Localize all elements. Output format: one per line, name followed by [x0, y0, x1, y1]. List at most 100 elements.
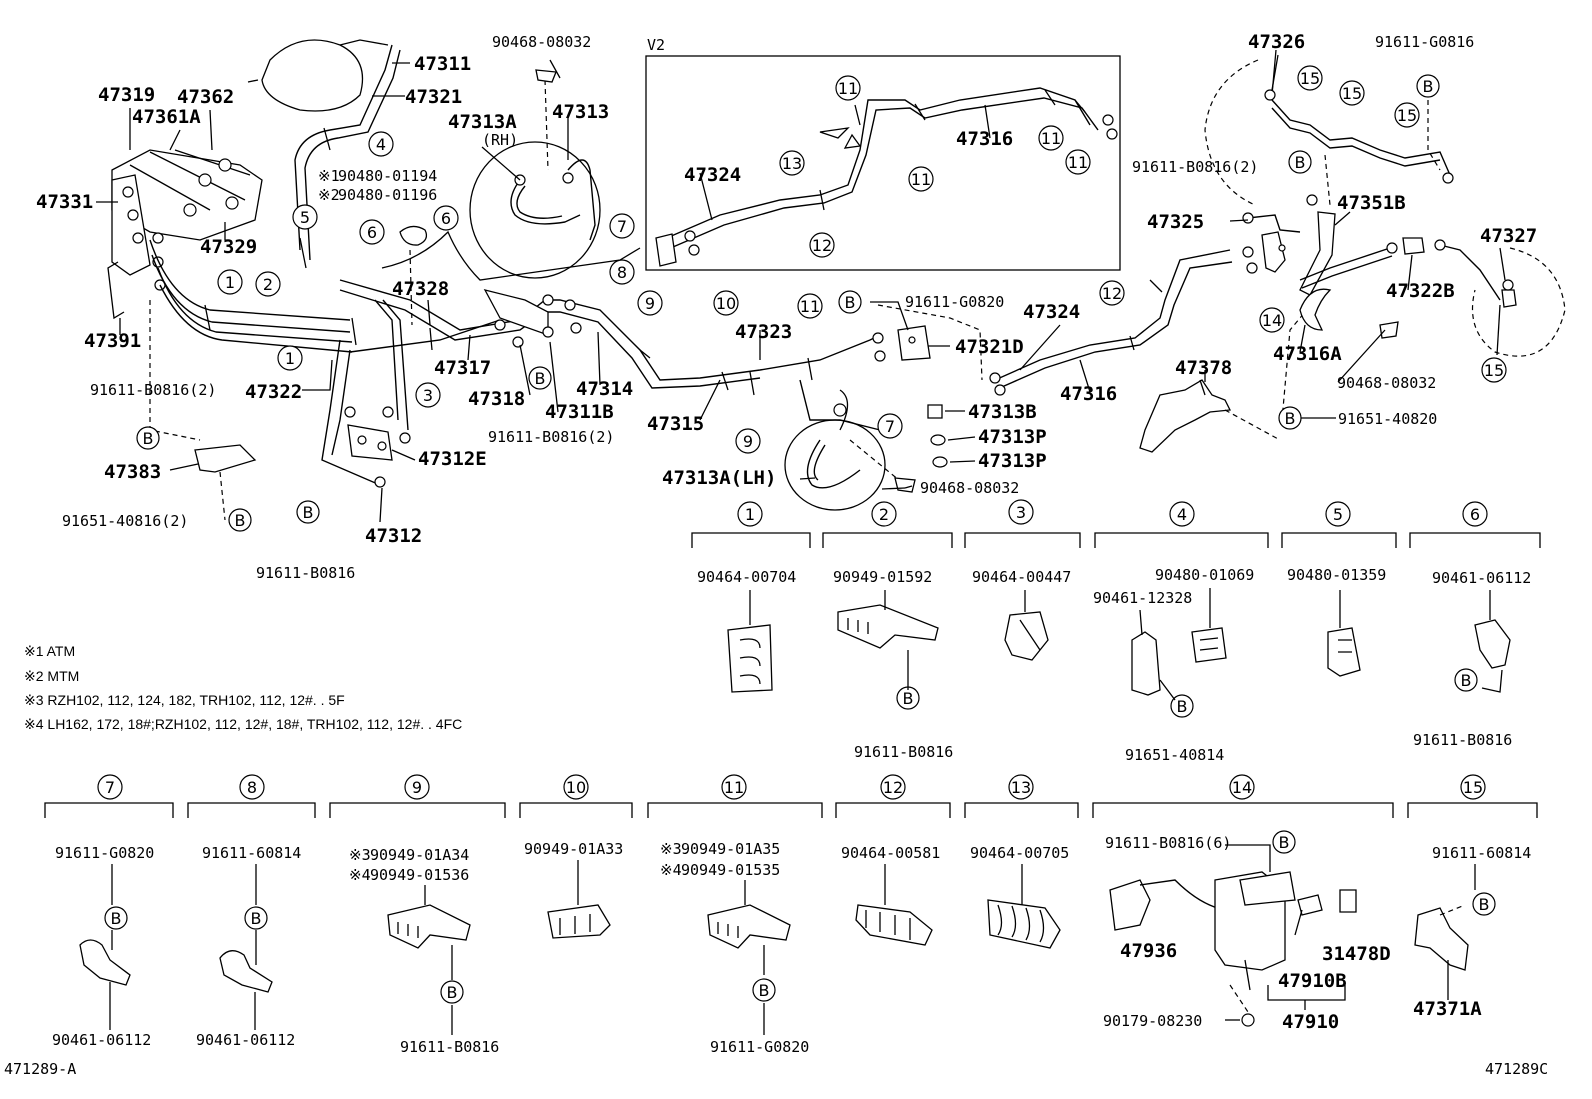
part-labels: 47311 47321 47319 47362 47361A 47331 473… [36, 31, 1537, 547]
callout-12: 12 [1099, 280, 1125, 306]
code-90468-mid: 90468-08032 [920, 479, 1019, 497]
b-marker-letter: B [1177, 697, 1188, 716]
label-47311B: 47311B [545, 401, 614, 423]
code-90949-01536: 90949-01536 [370, 866, 469, 884]
callout-5: 5 [292, 204, 318, 230]
label-47378: 47378 [1175, 357, 1232, 379]
callout-6: 6 [1462, 501, 1488, 527]
callout-number: 1 [285, 349, 295, 368]
callout-circle [255, 271, 281, 297]
b-marker: B [136, 426, 160, 450]
callout-number: 1 [225, 273, 235, 292]
callout-circle [609, 213, 635, 239]
label-47326: 47326 [1248, 31, 1305, 53]
callout-11: 11 [1065, 149, 1091, 175]
callout-12: 12 [809, 232, 835, 258]
callout-number: 5 [1333, 505, 1343, 524]
callout-11: 11 [835, 75, 861, 101]
label-47321: 47321 [405, 86, 462, 108]
callout-circle [1481, 357, 1507, 383]
callout-number: 10 [566, 778, 586, 797]
label-47312: 47312 [365, 525, 422, 547]
b-marker-letter: B [303, 503, 314, 522]
code-91611-G0820-11: 91611-G0820 [710, 1038, 809, 1056]
code-90461-12328: 90461-12328 [1093, 589, 1192, 607]
code-91611-60814-15: 91611-60814 [1432, 844, 1531, 862]
callout-number: 7 [105, 778, 115, 797]
b-marker: B [838, 290, 862, 314]
code-90949-01A33: 90949-01A33 [524, 840, 623, 858]
callout-circle [880, 774, 906, 800]
callout-number: 11 [838, 79, 858, 98]
footer-right: 471289C [1485, 1060, 1548, 1078]
label-47910: 47910 [1282, 1011, 1339, 1033]
callout-1: 1 [277, 345, 303, 371]
label-47351B: 47351B [1337, 192, 1406, 214]
b-marker-letter: B [447, 983, 458, 1002]
callout-15: 15 [1460, 774, 1486, 800]
callout-number: 15 [1342, 84, 1362, 103]
label-47321D: 47321D [955, 336, 1024, 358]
label-v2: V2 [647, 36, 665, 54]
b-marker: B [1288, 150, 1312, 174]
callout-circle [404, 774, 430, 800]
callout-circle [1297, 65, 1323, 91]
callout-circle [1325, 501, 1351, 527]
b-marker-letter: B [903, 689, 914, 708]
label-47318: 47318 [468, 388, 525, 410]
callout-circle [1099, 280, 1125, 306]
callout-circle [415, 382, 441, 408]
code-91611-B0816-2-left: 91611-B0816(2) [90, 381, 216, 399]
callout-7: 7 [609, 213, 635, 239]
code-91611-G0820-mid: 91611-G0820 [905, 293, 1004, 311]
callout-number: 6 [367, 223, 377, 242]
b-marker: B [752, 978, 776, 1002]
code-90461-06112-8: 90461-06112 [196, 1031, 295, 1049]
b-marker: B [1272, 830, 1296, 854]
code-91611-B0816-9: 91611-B0816 [400, 1038, 499, 1056]
callout-number: 15 [1397, 106, 1417, 125]
label-47317: 47317 [434, 357, 491, 379]
b-marker-letter: B [235, 511, 246, 530]
callout-11: 11 [797, 293, 823, 319]
code-90949-01535: 90949-01535 [681, 861, 780, 879]
code-91611-G0816: 91611-G0816 [1375, 33, 1474, 51]
callout-number: 7 [885, 417, 895, 436]
callout-circle [797, 293, 823, 319]
code-91651-40820: 91651-40820 [1338, 410, 1437, 428]
label-47322: 47322 [245, 381, 302, 403]
b-marker: B [440, 980, 464, 1004]
b-marker-circle [136, 426, 160, 450]
label-47323: 47323 [735, 321, 792, 343]
code-90949-01592: 90949-01592 [833, 568, 932, 586]
callout-circle [97, 774, 123, 800]
code-90949-01A34: 90949-01A34 [370, 846, 469, 864]
label-47910B: 47910B [1278, 970, 1347, 992]
label-47361A: 47361A [132, 106, 201, 128]
callout-circle [433, 205, 459, 231]
b-marker-letter: B [1461, 671, 1472, 690]
callout-14: 14 [1229, 774, 1255, 800]
code-90480-01196: 90480-01196 [338, 186, 437, 204]
footer-left: 471289-A [4, 1060, 76, 1078]
label-47314: 47314 [576, 378, 633, 400]
callout-number: 14 [1232, 778, 1252, 797]
b-marker-letter: B [1479, 895, 1490, 914]
label-47327: 47327 [1480, 225, 1537, 247]
callout-number: 9 [412, 778, 422, 797]
callout-number: 9 [645, 294, 655, 313]
callout-circle [877, 413, 903, 439]
callout-circle [737, 501, 763, 527]
callout-10: 10 [563, 774, 589, 800]
b-marker-letter: B [143, 429, 154, 448]
callout-number: 15 [1300, 69, 1320, 88]
callout-8: 8 [239, 774, 265, 800]
b-marker: B [528, 366, 552, 390]
callout-circle [1038, 125, 1064, 151]
mark-4-row11: ※4 [660, 861, 682, 879]
label-47328: 47328 [392, 278, 449, 300]
callout-circle [1008, 499, 1034, 525]
b-marker: B [1472, 892, 1496, 916]
